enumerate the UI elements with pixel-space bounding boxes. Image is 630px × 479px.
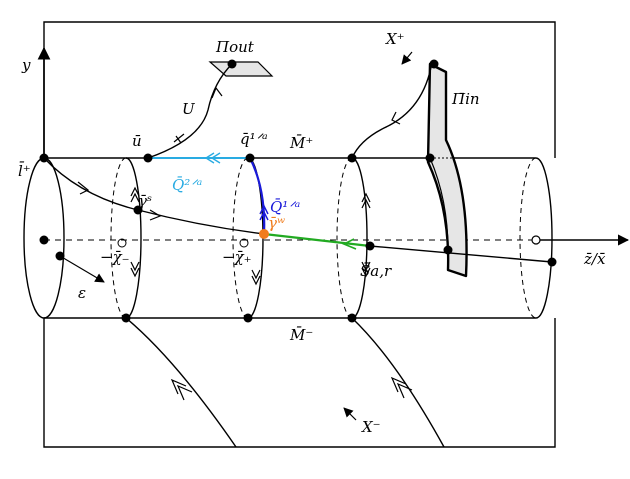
gamma-w-label: γ̄ʷ [268,214,285,232]
point-pi-in-top [429,59,439,69]
l-plus-label: l̄⁺ [18,162,31,180]
point-l-plus [39,153,49,163]
point-u-bar [143,153,153,163]
point-far-right [547,257,557,267]
pi-in-plane [426,62,468,278]
point-epsilon [55,251,65,261]
point-bottom-chi-plus [243,313,253,323]
chi-plus-label: −χ̄₊ [222,248,252,266]
x-minus-arrow [343,407,357,421]
point-bottom-s [347,313,357,323]
point-pi-in-bottom [443,245,453,255]
orbit-gamma-w [263,232,371,248]
pi-out-label: Πout [215,38,255,56]
x-minus-label: X⁻ [361,418,381,436]
section-chi-plus-front [247,157,264,319]
point-chi-plus [259,229,269,239]
orbit-lower-left-arrow [170,378,193,401]
orbit-gamma-s [43,157,265,235]
orbit-U-arrow2 [211,86,223,99]
epsilon-label: ε [78,284,86,302]
points [39,59,557,323]
M-minus-label: M̄⁻ [289,326,313,344]
section-s-front [351,157,368,319]
x-plus-arrow [401,51,413,65]
orbit-s-right [369,245,553,263]
orbit-gamma-w-arrow [342,238,357,250]
z-axis-label: z̄/x̄ [583,250,606,268]
orbit-U [147,63,233,159]
cylinder-right-cap-back [519,157,537,319]
orbit-Q2a-arrows [204,152,221,164]
orbit-Q1a-arrows [259,204,269,221]
section-chi-minus-back [110,157,127,319]
point-q-bar [245,153,255,163]
lower-box [43,318,556,448]
epsilon-arrow [59,255,105,283]
U-label: U [182,100,196,118]
pi-in-label: Π̄in [451,90,480,108]
x-plus-label: X⁺ [385,30,405,48]
orbit-gamma-s-arrow2 [149,209,162,221]
section-s-back [336,157,353,319]
section-chi-minus-front [125,157,142,319]
orbit-from-pi-in [351,61,433,159]
point-top-s [347,153,357,163]
gamma-s-label: γ̄ˢ [138,192,152,210]
orbit-lower-left [125,317,237,448]
u-bar-label: ū [132,132,142,150]
chi-plus-marker [239,238,249,248]
M-plus-label: M̄⁺ [289,134,313,152]
section-s-arrows [361,192,371,278]
orbit-lower-right [351,317,445,448]
orbit-edge-right [429,157,449,251]
orbit-Q1a [249,157,266,235]
chi-minus-marker [117,238,127,248]
point-gamma-s [133,205,143,215]
point-bottom-chi-minus [121,313,131,323]
Q2a-label: Q̄²ᐟᵃ [172,176,202,194]
point-s-ar [365,241,375,251]
section-chi-minus-arrows [130,186,140,278]
point-origin [39,235,49,245]
chi-minus-label: −χ̄₋ [100,248,130,266]
point-pi-out [227,59,237,69]
orbit-U-arrow [173,133,185,144]
q-bar-label: q̄¹ᐟᵃ [240,130,268,148]
S-ar-label: S̄a,r [360,262,392,280]
pi-out-plane [208,61,274,77]
orbit-from-pi-in-arrow [391,111,401,125]
Q1a-label: Q̄¹ᐟᵃ [270,198,300,216]
section-chi-plus-back [232,157,249,319]
orbit-lower-right-arrow [390,376,413,399]
axis-open-circle [531,235,541,245]
y-axis-label: y [21,56,31,74]
point-top-pi-in [425,153,435,163]
cylinder-right-cap-front [535,157,553,319]
orbit-gamma-s-arrow1 [77,181,90,195]
section-chi-plus-arrows [251,269,261,286]
